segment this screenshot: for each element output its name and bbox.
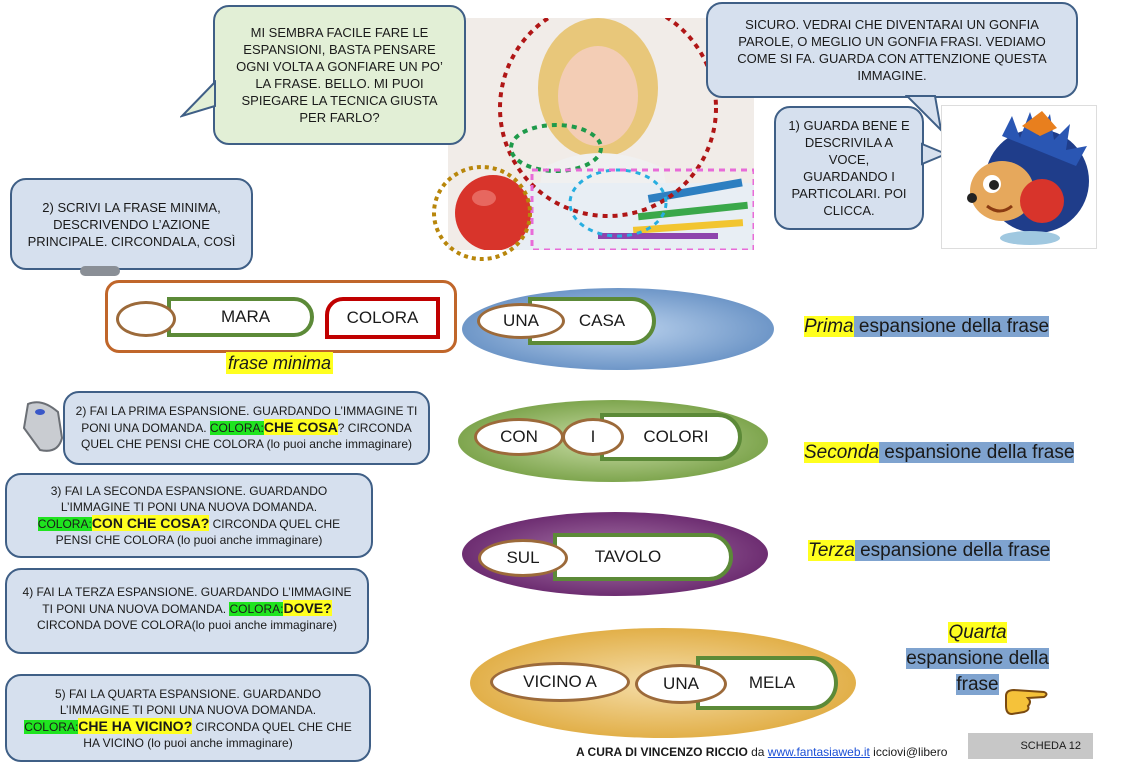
- exp4-word2: UNA: [663, 674, 699, 693]
- answer-tail: [905, 95, 943, 133]
- exp2-word2: I: [590, 427, 596, 446]
- exp3-word2-shape[interactable]: TAVOLO: [553, 533, 733, 581]
- minimal-sentence-frame: [105, 280, 457, 353]
- footer-credit: A CURA DI VINCENZO RICCIO da www.fantasi…: [576, 744, 947, 760]
- exp1-label-word: Prima: [804, 316, 854, 337]
- exp1-word1: UNA: [503, 311, 539, 330]
- exp4-word1: VICINO A: [523, 672, 597, 691]
- exp1-word2: CASA: [578, 311, 626, 330]
- subject-oval[interactable]: [116, 301, 176, 337]
- step2-text: 2) SCRIVI LA FRASE MINIMA, DESCRIVENDO L…: [27, 199, 236, 249]
- step1-tail: [921, 142, 948, 166]
- minimal-caption: frase minima: [226, 352, 334, 374]
- exp2-word1: CON: [500, 427, 538, 446]
- verb-shape[interactable]: COLORA: [325, 297, 440, 339]
- exp2-label-word: Seconda: [804, 442, 880, 463]
- scheda-badge: SCHEDA 12: [968, 733, 1093, 759]
- verb-text: COLORA: [346, 308, 419, 327]
- scheda-text: SCHEDA 12: [1020, 740, 1081, 752]
- exp2-word2-shape[interactable]: I: [562, 418, 624, 456]
- exp2-word3-shape[interactable]: COLORI: [600, 413, 742, 461]
- apple-dotted-circle: [432, 165, 532, 261]
- pointing-hand-icon: [1004, 686, 1050, 718]
- instruction-4-question: CHE HA VICINO?: [78, 718, 193, 734]
- instruction-1-pre: 2) FAI LA PRIMA ESPANSIONE. GUARDANDO L’…: [75, 404, 418, 435]
- mouse-drawing: [22, 401, 64, 452]
- mouse-icon: [18, 398, 66, 456]
- instruction-4-pre: 5) FAI LA QUARTA ESPANSIONE. GUARDANDO L…: [54, 687, 322, 717]
- exp4-word3: MELA: [748, 673, 796, 692]
- instruction-2-pre: 3) FAI LA SECONDA ESPANSIONE. GUARDANDO …: [50, 484, 328, 514]
- instruction-1: 2) FAI LA PRIMA ESPANSIONE. GUARDANDO L’…: [63, 391, 430, 465]
- footer-link[interactable]: www.fantasiaweb.it: [767, 745, 870, 759]
- exp1-label-rest: espansione della frase: [853, 316, 1050, 337]
- photo-overlay-circles: [498, 18, 754, 250]
- exp3-label-word: Terza: [808, 540, 855, 561]
- mouse-icon: [80, 266, 120, 276]
- exp2-label: Seconda espansione della frase: [804, 442, 1075, 464]
- instruction-1-question: CHE COSA: [263, 419, 338, 435]
- hedgehog-illustration: [941, 105, 1097, 249]
- step2-bubble: 2) SCRIVI LA FRASE MINIMA, DESCRIVENDO L…: [10, 178, 253, 270]
- instruction-2-tag: COLORA:: [37, 517, 92, 531]
- hedgehog-drawing: [967, 111, 1089, 245]
- girl-question-bubble: MI SEMBRA FACILE FARE LE ESPANSIONI, BAS…: [213, 5, 466, 145]
- instruction-2-post: CIRCONDA QUEL CHE PENSI CHE COLORA (lo p…: [55, 517, 341, 547]
- exp4-word2-shape[interactable]: UNA: [635, 664, 727, 704]
- exp1-word1-shape[interactable]: UNA: [477, 303, 565, 339]
- answer-text: SICURO. VEDRAI CHE DIVENTARAI UN GONFIA …: [737, 17, 1047, 83]
- exp3-word2: TAVOLO: [594, 547, 662, 566]
- exp4-word1-shape[interactable]: VICINO A: [490, 662, 630, 702]
- exp2-word3: COLORI: [643, 427, 709, 446]
- instruction-1-post: ? CIRCONDA QUEL CHE PENSI CHE COLORA (lo…: [80, 421, 412, 451]
- instruction-3: 4) FAI LA TERZA ESPANSIONE. GUARDANDO L’…: [5, 568, 369, 654]
- exp3-word1-shape[interactable]: SUL: [478, 539, 568, 577]
- instruction-4-tag: COLORA:: [24, 720, 79, 734]
- girl-question-tail: [180, 80, 216, 118]
- instruction-4: 5) FAI LA QUARTA ESPANSIONE. GUARDANDO L…: [5, 674, 371, 762]
- instruction-3-post: CIRCONDA DOVE COLORA(lo puoi anche immag…: [36, 618, 338, 632]
- footer-email: icciovi@libero: [869, 745, 948, 759]
- instruction-2: 3) FAI LA SECONDA ESPANSIONE. GUARDANDO …: [5, 473, 373, 558]
- exp4-label-word: Quarta: [948, 622, 1007, 643]
- exp3-label: Terza espansione della frase: [808, 540, 1051, 562]
- instruction-1-tag: COLORA:: [209, 421, 264, 435]
- exp4-label: Quarta espansione della frase: [900, 620, 1055, 698]
- instruction-3-pre: 4) FAI LA TERZA ESPANSIONE. GUARDANDO L’…: [22, 585, 352, 616]
- pointing-hand-drawing: [1005, 688, 1048, 716]
- footer-author: A CURA DI VINCENZO RICCIO: [576, 745, 748, 759]
- exp1-label: Prima espansione della frase: [804, 316, 1050, 338]
- subject-shape[interactable]: MARA: [167, 297, 314, 337]
- exp3-word1: SUL: [506, 548, 540, 567]
- girl-photo[interactable]: [448, 18, 754, 250]
- exp3-label-rest: espansione della frase: [854, 540, 1051, 561]
- step1-text: 1) GUARDA BENE E DESCRIVILA A VOCE, GUAR…: [788, 118, 910, 218]
- instruction-2-question: CON CHE COSA?: [91, 515, 210, 531]
- girl-question-text: MI SEMBRA FACILE FARE LE ESPANSIONI, BAS…: [236, 25, 443, 125]
- subject-text: MARA: [220, 307, 271, 326]
- instruction-3-question: DOVE?: [283, 600, 332, 616]
- instruction-3-tag: COLORA:: [229, 602, 284, 616]
- footer-da: da: [747, 745, 768, 759]
- answer-bubble: SICURO. VEDRAI CHE DIVENTARAI UN GONFIA …: [706, 2, 1078, 98]
- instruction-4-post: CIRCONDA QUEL CHE CHE HA VICINO (lo puoi…: [83, 720, 352, 750]
- exp2-label-rest: espansione della frase: [879, 442, 1075, 463]
- step1-bubble: 1) GUARDA BENE E DESCRIVILA A VOCE, GUAR…: [774, 106, 924, 230]
- exp2-word1-shape[interactable]: CON: [474, 418, 564, 456]
